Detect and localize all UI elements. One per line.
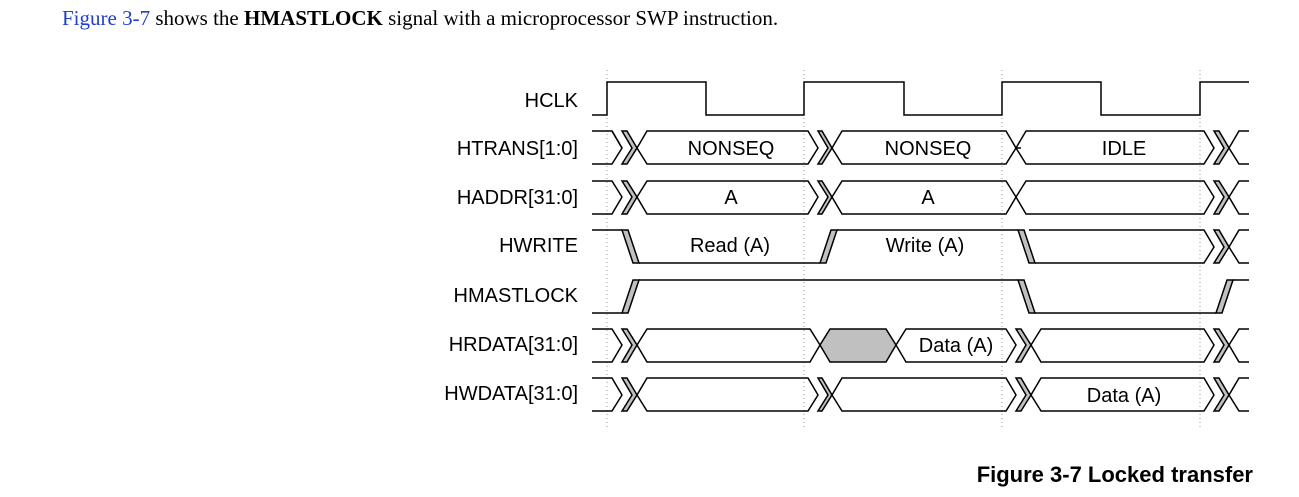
figure-caption: Figure 3-7 Locked transfer — [976, 462, 1253, 487]
htrans-transition-3 — [1212, 130, 1230, 165]
hwrite-transition-4 — [1212, 229, 1230, 264]
hwrite-transition-3 — [1016, 229, 1037, 264]
htrans-bus-3 — [1015, 130, 1215, 165]
hwdata-transition-4 — [1212, 377, 1230, 412]
htrans-bus-1 — [636, 130, 819, 165]
hclk-waveform — [592, 81, 1249, 116]
hrdata-transition-3 — [1014, 328, 1032, 363]
hrdata-value-1: Data (A) — [919, 335, 993, 357]
signal-labels: HCLK HTRANS[1:0] HADDR[31:0] HWRITE HMAS… — [444, 90, 578, 405]
haddr-bus-0 — [592, 180, 623, 215]
signal-name-bold: HMASTLOCK — [244, 6, 383, 30]
hrdata-transition-4 — [1212, 328, 1230, 363]
intro-paragraph: Figure 3-7 shows the HMASTLOCK signal wi… — [62, 6, 778, 31]
haddr-transition-3 — [1212, 180, 1230, 215]
figure-link[interactable]: Figure 3-7 — [62, 6, 151, 30]
hwdata-bus-4 — [1228, 377, 1249, 412]
hwrite-transition-1 — [620, 229, 641, 264]
clock-edge-guides — [606, 70, 1201, 430]
hmastlock-waveform — [592, 279, 1249, 314]
hwrite-value-1: Read (A) — [690, 235, 770, 257]
label-hwdata: HWDATA[31:0] — [444, 383, 578, 405]
hrdata-invalid — [819, 328, 897, 363]
label-hmastlock: HMASTLOCK — [454, 285, 579, 307]
hwrite-waveform — [592, 229, 1249, 264]
haddr-bus-4 — [1228, 180, 1249, 215]
intro-text-1: shows the — [150, 6, 244, 30]
label-hrdata: HRDATA[31:0] — [449, 334, 578, 356]
haddr-transition-1 — [620, 180, 638, 215]
haddr-waveform — [592, 180, 1249, 215]
hwrite-line-4 — [1029, 229, 1215, 264]
hwdata-value-1: Data (A) — [1087, 385, 1161, 407]
hrdata-transition-1 — [620, 328, 638, 363]
haddr-transition-2 — [816, 180, 833, 215]
hmastlock-fall — [1016, 279, 1037, 314]
hrdata-waveform — [592, 328, 1249, 363]
htrans-transition-2 — [816, 130, 833, 165]
hwdata-bus-2 — [831, 377, 1017, 412]
haddr-value-1: A — [724, 187, 738, 209]
htrans-bus-4 — [1228, 130, 1249, 165]
htrans-bus-0 — [592, 130, 623, 165]
htrans-bus-0-line — [611, 130, 623, 149]
hwdata-bus-3 — [1030, 377, 1215, 412]
label-htrans: HTRANS[1:0] — [457, 138, 578, 160]
label-haddr: HADDR[31:0] — [457, 187, 578, 209]
hwdata-transition-2 — [816, 377, 833, 412]
hrdata-bus-0 — [592, 328, 623, 363]
label-hclk: HCLK — [525, 90, 579, 112]
hwdata-bus-0 — [592, 377, 623, 412]
htrans-value-3: IDLE — [1102, 138, 1146, 160]
hrdata-bus-4 — [1228, 328, 1249, 363]
hwdata-bus-1 — [636, 377, 819, 412]
haddr-bus-3 — [1015, 180, 1215, 215]
hwdata-waveform — [592, 377, 1249, 412]
htrans-transition-1 — [620, 130, 638, 165]
intro-text-2: signal with a microprocessor SWP instruc… — [382, 6, 779, 30]
htrans-waveform — [592, 130, 1249, 165]
hmastlock-rise-2 — [1214, 279, 1235, 314]
hrdata-bus-1 — [636, 328, 821, 363]
haddr-value-2: A — [921, 187, 935, 209]
hwdata-transition-3 — [1014, 377, 1032, 412]
htrans-value-1: NONSEQ — [688, 138, 775, 160]
haddr-bus-1 — [636, 180, 819, 215]
htrans-value-2: NONSEQ — [885, 138, 972, 160]
hwrite-value-2: Write (A) — [886, 235, 965, 257]
hrdata-bus-2 — [895, 328, 1017, 363]
hwrite-transition-2 — [818, 229, 839, 264]
hwrite-line-5 — [1228, 229, 1249, 264]
label-hwrite: HWRITE — [499, 235, 578, 257]
hwdata-transition-1 — [620, 377, 638, 412]
hrdata-bus-3 — [1030, 328, 1215, 363]
hmastlock-rise — [620, 279, 641, 314]
